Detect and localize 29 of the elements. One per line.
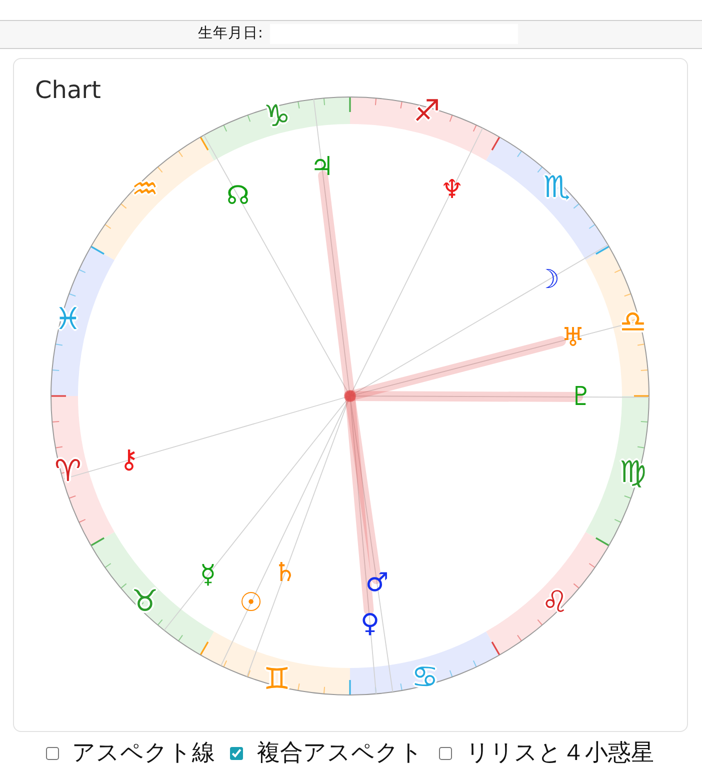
checkbox-label: リリスと４小惑星 xyxy=(466,740,654,768)
zodiac-sign: ♓ xyxy=(54,305,82,335)
chart-title: Chart xyxy=(35,75,101,105)
zodiac-sign: ♉ xyxy=(132,587,158,617)
planet-symbol: ♅ xyxy=(561,325,585,351)
field-label: 生年月日: xyxy=(198,25,263,43)
planet-symbol: ♃ xyxy=(310,154,334,180)
planet-symbol: ♀ xyxy=(360,611,380,637)
zodiac-sign: ♊ xyxy=(264,665,290,695)
planet-symbol: ⚷ xyxy=(119,447,139,473)
planet-symbol: ♂ xyxy=(365,570,389,596)
planet-symbol: ♄ xyxy=(273,560,297,586)
planet-symbol: ☽ xyxy=(536,267,560,293)
planet-symbol: ☉ xyxy=(239,590,263,616)
zodiac-sign: ♐ xyxy=(414,97,440,127)
planet-symbol: ☿ xyxy=(200,562,216,588)
planet-symbol: ♇ xyxy=(569,384,593,410)
planet-symbol: ☊ xyxy=(226,183,250,209)
zodiac-sign: ♈ xyxy=(54,457,82,487)
zodiac-sign: ♒ xyxy=(132,175,158,205)
zodiac-sign: ♌ xyxy=(542,588,568,618)
checkbox-label: アスペクト線 xyxy=(72,740,215,768)
zodiac-sign: ♎ xyxy=(620,308,646,338)
zodiac-sign: ♑ xyxy=(264,102,290,132)
zodiac-sign: ♋ xyxy=(412,663,438,693)
checkbox-label: 複合アスペクト xyxy=(257,740,423,768)
zodiac-sign: ♏ xyxy=(544,173,570,203)
zodiac-sign: ♍ xyxy=(620,458,646,488)
planet-symbol: ♆ xyxy=(440,177,464,203)
